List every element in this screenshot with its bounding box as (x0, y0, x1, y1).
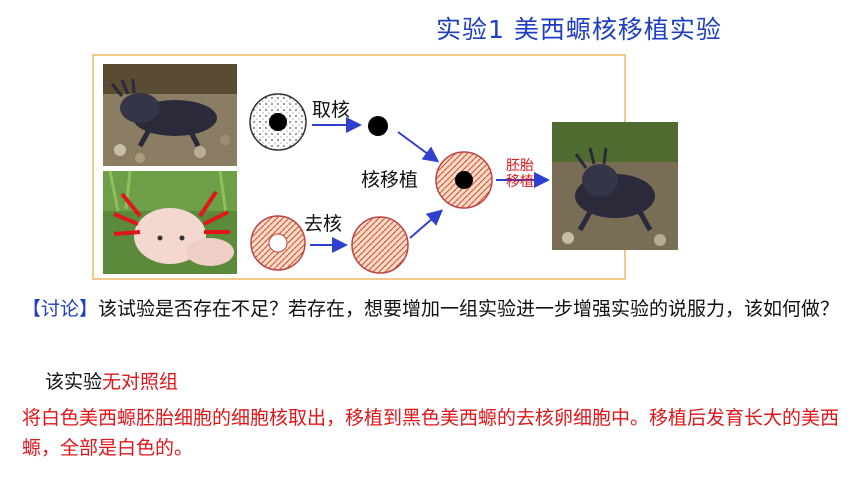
answer-detail: 将白色美西螈胚胎细胞的细胞核取出，移植到黑色美西螈的去核卵细胞中。移植后发育长大… (22, 407, 840, 459)
white-axolotl-egg-cell (250, 215, 306, 271)
answer-prefix: 该实验 (45, 371, 103, 393)
nuclear-transfer-label: 核移植 (361, 169, 419, 191)
nucleus-transfer-arrow (397, 131, 440, 163)
embryo-transfer-label: 胚胎 移植 (506, 158, 534, 190)
white-axolotl-photo (103, 170, 237, 274)
embryo-transfer-label-line2: 移植 (506, 174, 534, 190)
discussion-text: 该试验是否存在不足？若存在，想要增加一组实验进一步增强实验的说服力，该如何做？ (98, 298, 840, 320)
enucleated-egg-cell (351, 216, 409, 274)
take-nucleus-label: 取核 (312, 99, 351, 121)
isolated-nucleus (368, 116, 388, 136)
page-title: 实验1 美西螈核移植实验 (436, 15, 722, 44)
discussion-label: 【讨论】 (22, 298, 99, 320)
remove-nucleus-label: 去核 (304, 213, 343, 235)
embryo-transfer-label-line1: 胚胎 (506, 158, 534, 174)
black-axolotl-photo (103, 64, 237, 166)
result-axolotl-photo (552, 122, 678, 250)
discussion-question: 【讨论】该试验是否存在不足？若存在，想要增加一组实验进一步增强实验的说服力，该如… (22, 295, 852, 323)
answer-summary: 该实验无对照组 (45, 367, 178, 394)
answer-highlight: 无对照组 (102, 371, 179, 393)
reconstructed-egg-cell (435, 151, 493, 209)
enucleated-transfer-arrow (409, 209, 444, 239)
black-axolotl-egg-cell (249, 93, 307, 151)
